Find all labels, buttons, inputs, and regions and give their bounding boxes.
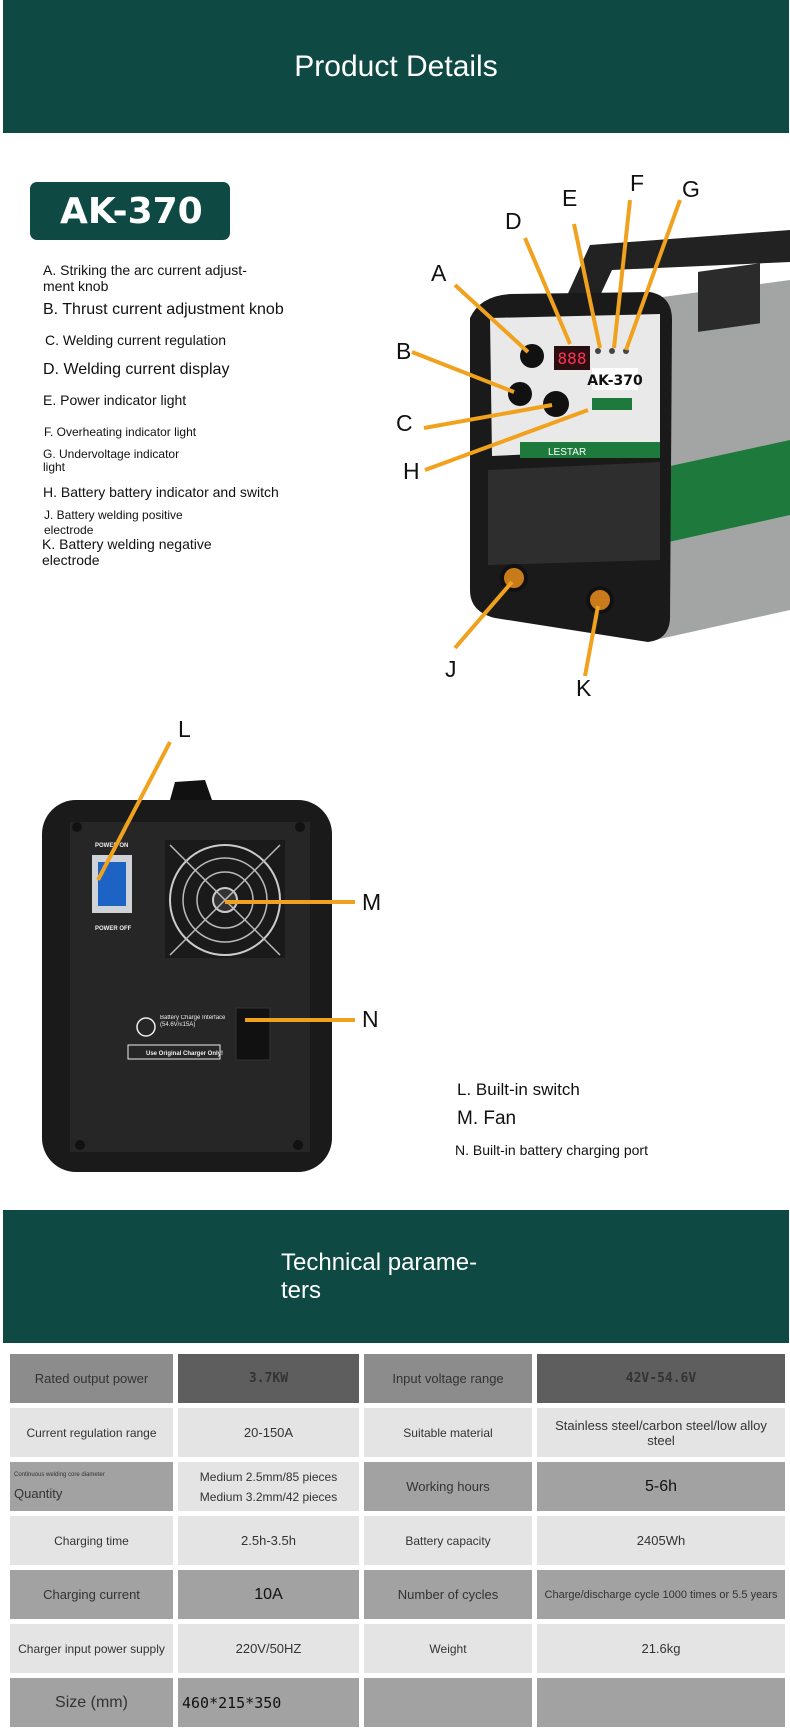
callout-e: E (562, 185, 578, 211)
callout-a: A (431, 260, 447, 286)
part-h-label: H. Battery battery indicator and switch (43, 484, 279, 500)
front-vents (488, 462, 660, 565)
callout-n: N (362, 1006, 379, 1032)
display-readout: 888 (558, 349, 587, 368)
negative-terminal (586, 586, 614, 614)
spec-value: Stainless steel/carbon steel/low alloy s… (537, 1408, 785, 1457)
spec-value: Charge/discharge cycle 1000 times or 5.5… (537, 1570, 785, 1619)
spec-value: 3.7KW (178, 1354, 359, 1403)
spec-label: Number of cycles (364, 1570, 532, 1619)
spec-label: Quantity (14, 1486, 63, 1501)
spec-label: Charger input power supply (10, 1624, 173, 1673)
panel-model-text: AK-370 (587, 373, 643, 389)
part-k-label: K. Battery welding negative electrode (42, 536, 212, 568)
callout-g: G (682, 176, 700, 202)
part-e-label: E. Power indicator light (43, 392, 187, 408)
brand-strip (520, 442, 660, 458)
part-c-label: C. Welding current regulation (45, 332, 227, 348)
page-title: Product Details (294, 49, 498, 83)
spec-value: 20-150A (178, 1408, 359, 1457)
table-row: Rated output power 3.7KW Input voltage r… (10, 1354, 785, 1403)
spec-value: 42V-54.6V (537, 1354, 785, 1403)
callout-h: H (403, 458, 420, 484)
battery-indicator (592, 398, 632, 410)
power-on-label: POWER ON (95, 843, 128, 849)
tech-spec-table: Rated output power 3.7KW Input voltage r… (5, 1349, 790, 1732)
spec-value: 2.5h-3.5h (178, 1516, 359, 1565)
charger-warning-text: Use Original Charger Only! (146, 1051, 223, 1057)
spec-value: Medium 2.5mm/85 pieces Medium 3.2mm/42 p… (178, 1462, 359, 1511)
spec-label: Charging current (10, 1570, 173, 1619)
charge-label-text: Battery Charge Interface (54.6V/≤15A) (160, 1015, 226, 1028)
overheat-indicator (609, 348, 615, 354)
callout-d: D (505, 208, 522, 234)
table-row: Charger input power supply 220V/50HZ Wei… (10, 1624, 785, 1673)
spec-label: Charging time (10, 1516, 173, 1565)
rear-part-m-label: M. Fan (457, 1108, 517, 1129)
current-display (554, 346, 590, 370)
table-row: Size (mm) 460*215*350 (10, 1678, 785, 1727)
callout-f: F (630, 170, 645, 196)
part-j-label: J. Battery welding positive electrode (44, 508, 183, 537)
callout-c: C (396, 410, 413, 436)
brand-text: LESTAR (548, 447, 586, 458)
callout-k: K (576, 675, 592, 701)
part-b-label: B. Thrust current adjustment knob (43, 301, 284, 318)
charge-label-plate: Battery Charge Interface (54.6V/≤15A) Us… (127, 1015, 226, 1060)
spec-empty-cell (537, 1678, 785, 1727)
spec-label: Input voltage range (364, 1354, 532, 1403)
table-row: Charging time 2.5h-3.5h Battery capacity… (10, 1516, 785, 1565)
callout-j: J (445, 656, 457, 682)
rear-handle (170, 780, 212, 800)
spec-label: Battery capacity (364, 1516, 532, 1565)
spec-label: Working hours (364, 1462, 532, 1511)
product-details-banner: Product Details (3, 0, 789, 133)
part-a-label: A. Striking the arc current adjust- ment… (43, 262, 247, 294)
part-f-label: F. Overheating indicator light (44, 425, 197, 439)
knob-b (508, 382, 532, 406)
quantity-note: Continuous welding core diameter (14, 1472, 105, 1478)
panel-model-plate (592, 368, 638, 390)
rear-machine-illustration: POWER ON POWER OFF Battery Charge Interf… (42, 741, 355, 1172)
machine-handle (565, 230, 790, 300)
callout-l: L (178, 716, 191, 742)
spec-value: 5-6h (537, 1462, 785, 1511)
tech-params-banner: Technical parame- ters (3, 1210, 789, 1343)
part-g-label: G. Undervoltage indicator light (43, 447, 180, 474)
table-row: Current regulation range 20-150A Suitabl… (10, 1408, 785, 1457)
callout-b: B (396, 338, 412, 364)
spec-value: 220V/50HZ (178, 1624, 359, 1673)
table-row: Continuous welding core diameter Quantit… (10, 1462, 785, 1511)
charging-port (235, 1007, 271, 1061)
spec-label: Size (mm) (10, 1678, 173, 1727)
spec-label-cell: Continuous welding core diameter Quantit… (10, 1462, 173, 1511)
spec-value: 10A (178, 1570, 359, 1619)
machine-green-stripe (652, 440, 790, 545)
front-machine-illustration: 888 AK-370 LESTAR (411, 199, 790, 677)
spec-value: 460*215*350 (178, 1678, 359, 1727)
spec-label: Suitable material (364, 1408, 532, 1457)
spec-label: Current regulation range (10, 1408, 173, 1457)
callout-lines-front (411, 199, 682, 677)
table-row: Charging current 10A Number of cycles Ch… (10, 1570, 785, 1619)
rear-part-l-label: L. Built-in switch (457, 1080, 580, 1099)
power-off-label: POWER OFF (95, 926, 132, 932)
spec-label: Weight (364, 1624, 532, 1673)
side-vent (698, 263, 760, 332)
spec-value: 21.6kg (537, 1624, 785, 1673)
part-d-label: D. Welding current display (43, 361, 230, 378)
spec-value: 2405Wh (537, 1516, 785, 1565)
knob-c (543, 391, 569, 417)
rear-part-n-label: N. Built-in battery charging port (455, 1142, 648, 1158)
callout-m: M (362, 889, 382, 915)
tech-title: Technical parame- ters (281, 1248, 478, 1304)
power-indicator (595, 348, 601, 354)
callout-lines-rear (96, 741, 355, 1022)
spec-label: Rated output power (10, 1354, 173, 1403)
spec-empty-cell (364, 1678, 532, 1727)
model-badge: AK-370 (30, 182, 230, 240)
